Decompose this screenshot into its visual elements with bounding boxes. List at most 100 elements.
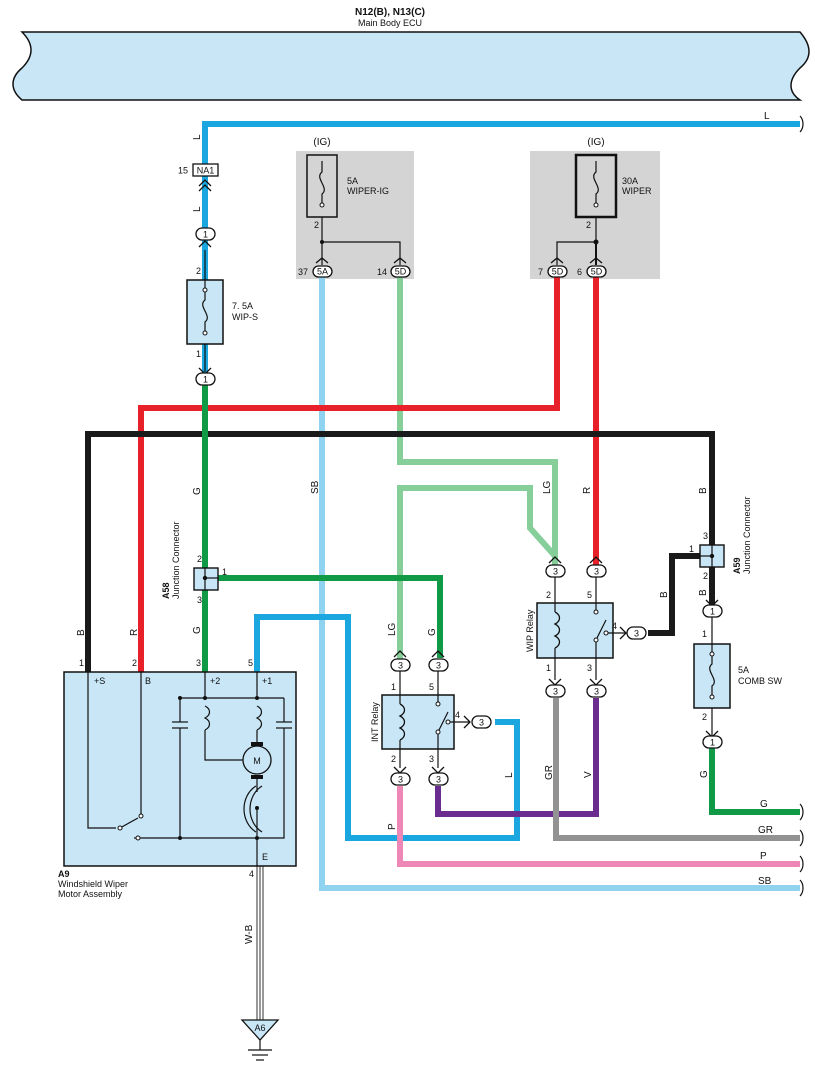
svg-text:5A: 5A: [347, 176, 358, 186]
svg-text:B: B: [659, 591, 670, 598]
svg-text:2: 2: [196, 266, 201, 276]
svg-text:GR: GR: [758, 825, 773, 836]
svg-text:1: 1: [710, 738, 715, 748]
svg-text:5D: 5D: [591, 267, 603, 277]
wire-g-comb: [709, 748, 800, 815]
svg-text:R: R: [129, 629, 140, 636]
svg-text:1: 1: [391, 682, 396, 692]
svg-text:2: 2: [197, 554, 202, 564]
fuse-box-wiper-ig: [296, 151, 414, 279]
motor-icon: [242, 745, 272, 775]
edge-breaks: [799, 115, 804, 897]
svg-text:2: 2: [314, 220, 319, 230]
svg-text:15: 15: [178, 166, 188, 176]
svg-text:1: 1: [203, 230, 208, 240]
wire-b-wip: [648, 553, 712, 636]
svg-text:A9: A9: [58, 869, 70, 879]
svg-text:2: 2: [703, 571, 708, 581]
svg-text:P: P: [387, 823, 398, 830]
svg-text:B: B: [698, 487, 709, 494]
svg-text:3: 3: [197, 595, 202, 605]
svg-text:NA1: NA1: [197, 166, 215, 176]
svg-text:INT Relay: INT Relay: [370, 702, 380, 742]
svg-text:2: 2: [132, 658, 137, 668]
svg-text:2: 2: [702, 712, 707, 722]
svg-text:R: R: [582, 487, 593, 494]
svg-text:P: P: [760, 851, 767, 862]
int-relay: 3 3 1 5 4 3 INT Relay 2 3 3 3: [370, 650, 492, 786]
svg-text:G: G: [699, 770, 710, 778]
wire-gr: [553, 698, 800, 841]
svg-text:SB: SB: [310, 480, 321, 494]
svg-text:M: M: [253, 756, 261, 766]
svg-text:3: 3: [196, 658, 201, 668]
svg-text:3: 3: [703, 531, 708, 541]
wire-lg-int: [397, 485, 558, 665]
connector-na1: NA1 15: [178, 163, 219, 192]
svg-text:A58: A58: [161, 582, 171, 599]
svg-text:L: L: [192, 206, 203, 212]
svg-text:G: G: [192, 487, 203, 495]
svg-text:1: 1: [546, 663, 551, 673]
svg-text:+2: +2: [210, 676, 220, 686]
wire-p: [397, 786, 800, 867]
svg-text:G: G: [192, 626, 203, 634]
svg-text:B: B: [76, 629, 87, 636]
wire-r-motor: [138, 275, 560, 672]
wire-v: [435, 698, 599, 817]
svg-text:5A: 5A: [738, 665, 749, 675]
svg-text:W-B: W-B: [244, 924, 255, 944]
svg-text:3: 3: [398, 661, 403, 671]
svg-text:2: 2: [546, 590, 551, 600]
svg-text:1: 1: [79, 658, 84, 668]
svg-text:4: 4: [455, 710, 460, 720]
wire-wb: [256, 865, 264, 1020]
main-body-ecu-bar: [12, 31, 810, 101]
svg-text:3: 3: [429, 754, 434, 764]
svg-text:L: L: [504, 772, 515, 778]
svg-text:COMB SW: COMB SW: [738, 676, 783, 686]
svg-text:1: 1: [702, 629, 707, 639]
svg-text:1: 1: [196, 349, 201, 359]
svg-text:4: 4: [249, 869, 254, 879]
wip-relay: 3 3 2 5 4 3 WIP Relay 1 3 3 3: [525, 556, 647, 698]
svg-text:7: 7: [538, 267, 543, 277]
svg-text:3: 3: [436, 775, 441, 785]
wire-l-top: [202, 121, 800, 235]
svg-text:GR: GR: [544, 765, 555, 780]
connector-5a: 5A 37: [298, 257, 333, 278]
wire-l-loop: [254, 614, 520, 841]
svg-text:37: 37: [298, 267, 308, 277]
connector-5d-6: 5D 6: [577, 257, 607, 278]
svg-text:SB: SB: [758, 876, 772, 887]
ecu-code-label: N12(B), N13(C): [355, 7, 425, 18]
svg-text:5: 5: [429, 682, 434, 692]
fuse-comb-sw: 1 1 5A COMB SW 2 1: [693, 599, 783, 749]
svg-text:B: B: [698, 589, 709, 596]
svg-text:G: G: [427, 628, 438, 636]
svg-text:5D: 5D: [552, 267, 564, 277]
svg-text:A59: A59: [732, 557, 742, 574]
connector-5d-14: 5D 14: [377, 257, 411, 278]
svg-text:E: E: [262, 852, 268, 862]
wire-sb: [319, 275, 800, 891]
ecu-name-label: Main Body ECU: [358, 18, 422, 28]
svg-text:3: 3: [398, 775, 403, 785]
svg-text:G: G: [760, 799, 768, 810]
svg-text:L: L: [764, 111, 770, 122]
wire-group: [85, 121, 800, 891]
svg-text:30A: 30A: [622, 176, 638, 186]
a58-name: Junction Connector: [171, 521, 181, 599]
svg-text:V: V: [583, 771, 594, 778]
junction-a58: 2 1 3 A58 Junction Connector: [161, 521, 227, 605]
svg-text:(IG): (IG): [313, 137, 330, 148]
svg-text:1: 1: [222, 567, 227, 577]
fuse-wiper: (IG) 30A WIPER 2: [556, 137, 652, 265]
svg-text:WIP Relay: WIP Relay: [525, 609, 535, 652]
svg-text:3: 3: [436, 661, 441, 671]
svg-text:WIPER-IG: WIPER-IG: [347, 186, 389, 196]
svg-text:3: 3: [587, 663, 592, 673]
svg-text:+S: +S: [94, 676, 105, 686]
wire-b: [85, 431, 715, 672]
